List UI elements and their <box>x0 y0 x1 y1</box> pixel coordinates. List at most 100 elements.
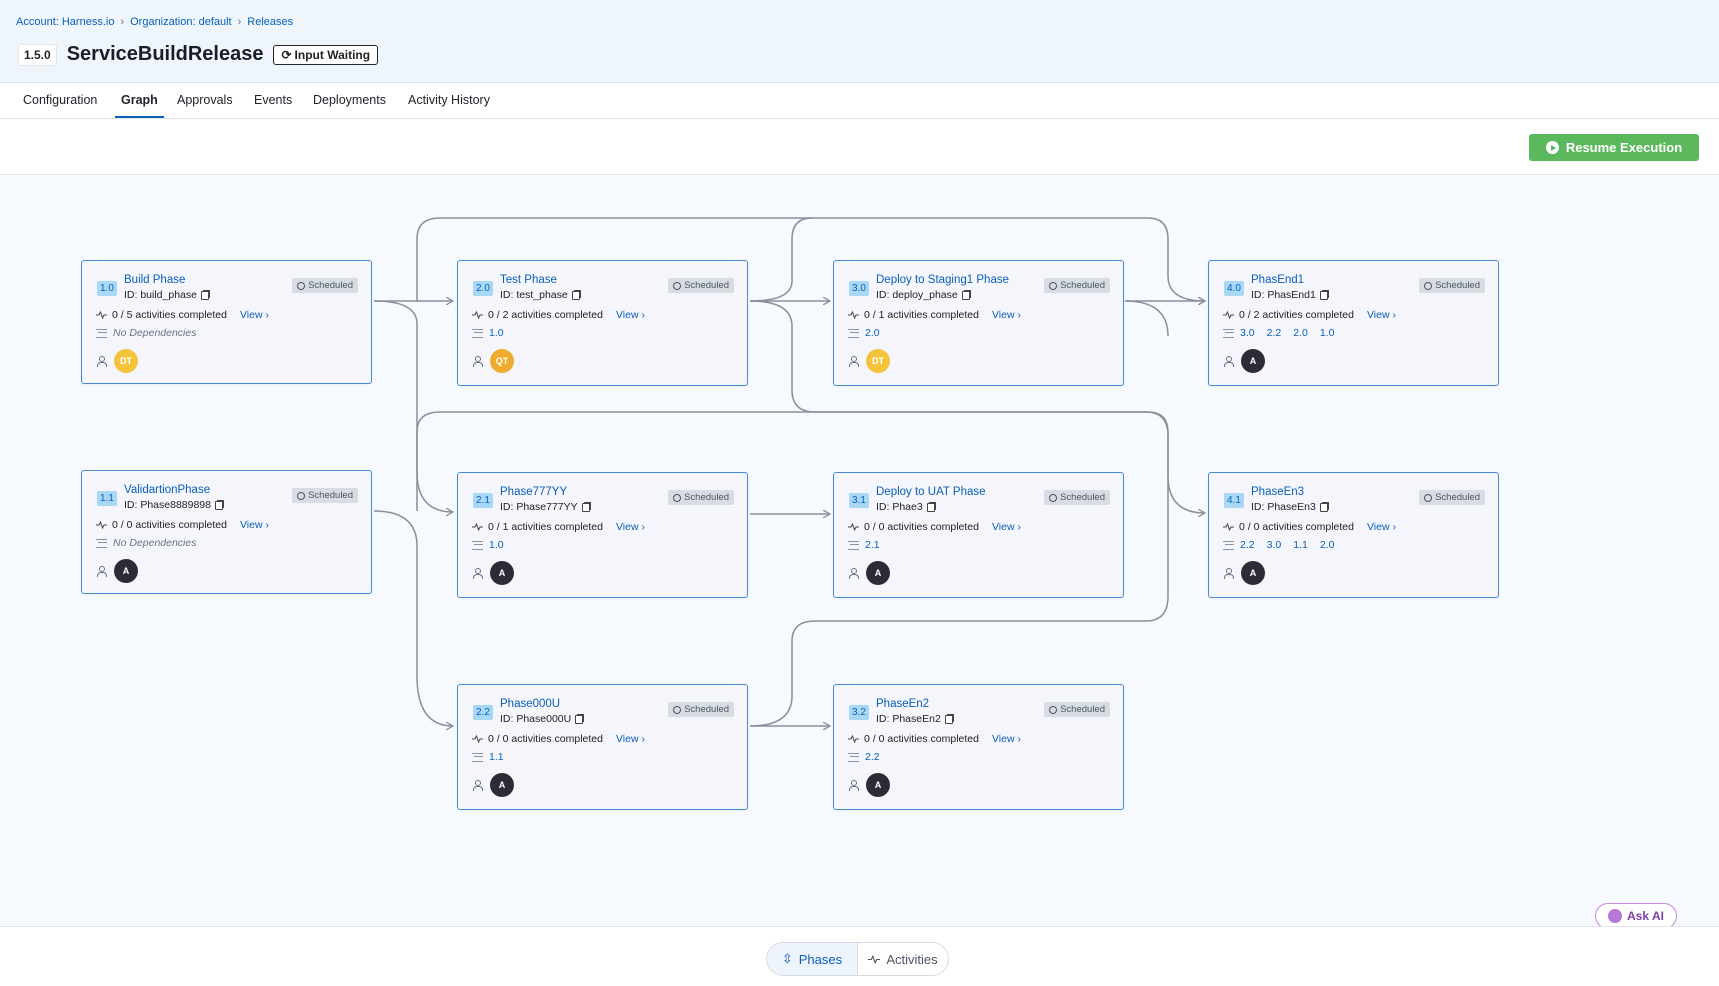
view-activities-link[interactable]: View › <box>991 309 1021 321</box>
pulse-icon <box>96 521 107 529</box>
phase-number: 3.1 <box>849 493 869 508</box>
phase-id-text: ID: Phase777YY <box>500 501 578 513</box>
copy-icon[interactable] <box>926 502 935 512</box>
phase-card-3-0[interactable]: 3.0 Deploy to Staging1 Phase ID: deploy_… <box>833 260 1124 386</box>
copy-icon[interactable] <box>944 714 953 724</box>
phase-graph-canvas[interactable]: 1.0 Build Phase ID: build_phase Schedule… <box>0 176 1719 926</box>
avatar[interactable]: A <box>866 561 890 585</box>
view-activities-link[interactable]: View › <box>615 521 645 533</box>
dependency-tag[interactable]: 3.0 <box>1240 327 1255 339</box>
view-activities-link[interactable]: View › <box>1366 309 1396 321</box>
user-icon <box>96 356 107 367</box>
phases-view-toggle[interactable]: ⇳ Phases <box>767 943 858 975</box>
copy-icon[interactable] <box>961 290 970 300</box>
clock-icon <box>673 281 682 290</box>
user-icon <box>96 566 107 577</box>
tab-graph[interactable]: Graph <box>121 93 158 107</box>
phase-number: 3.0 <box>849 281 869 296</box>
phase-name-link[interactable]: PhasEnd1 <box>1251 274 1305 286</box>
tab-events[interactable]: Events <box>254 93 293 107</box>
tab-deployments[interactable]: Deployments <box>313 93 386 107</box>
breadcrumb-org-link[interactable]: Organization: default <box>130 16 232 28</box>
tab-approvals[interactable]: Approvals <box>177 93 233 107</box>
dependency-tag[interactable]: 1.0 <box>1319 327 1335 339</box>
avatar[interactable]: DT <box>114 349 138 373</box>
phase-name-link[interactable]: PhaseEn2 <box>876 698 930 710</box>
title-row: 1.5.0 ServiceBuildRelease ⟳ Input Waitin… <box>18 43 379 66</box>
avatar[interactable]: DT <box>866 349 890 373</box>
dependency-tag[interactable]: 2.2 <box>865 751 880 763</box>
dependency-tag[interactable]: 1.0 <box>489 327 504 339</box>
phase-id-text: ID: Phae3 <box>876 501 923 513</box>
breadcrumb-account-link[interactable]: Account: Harness.io <box>16 16 115 28</box>
copy-icon[interactable] <box>575 714 584 724</box>
phase-number: 2.1 <box>473 493 493 508</box>
phase-name-link[interactable]: PhaseEn3 <box>1251 486 1305 498</box>
phase-name-link[interactable]: Phase777YY <box>500 486 568 498</box>
phase-card-1-1[interactable]: 1.1 ValidartionPhase ID: Phase8889898 Sc… <box>81 470 372 594</box>
active-tab-indicator <box>115 116 164 118</box>
avatar[interactable]: A <box>490 561 514 585</box>
phase-name-link[interactable]: Deploy to UAT Phase <box>876 486 986 498</box>
activities-view-toggle[interactable]: Activities <box>858 943 948 975</box>
phases-label: Phases <box>798 951 843 967</box>
copy-icon[interactable] <box>200 290 209 300</box>
view-activities-link[interactable]: View › <box>991 733 1021 745</box>
phase-card-4-0[interactable]: 4.0 PhasEnd1 ID: PhasEnd1 Scheduled 0 / … <box>1208 260 1499 386</box>
copy-icon[interactable] <box>1319 290 1328 300</box>
avatar[interactable]: A <box>490 773 514 797</box>
phase-number: 2.2 <box>473 705 493 720</box>
pulse-icon <box>1223 311 1234 319</box>
phase-card-1-0[interactable]: 1.0 Build Phase ID: build_phase Schedule… <box>81 260 372 384</box>
view-activities-link[interactable]: View › <box>991 521 1021 533</box>
copy-icon[interactable] <box>571 290 580 300</box>
dependency-tag[interactable]: 2.2 <box>1240 539 1255 551</box>
avatar[interactable]: A <box>114 559 138 583</box>
dependency-tag[interactable]: 2.1 <box>865 539 880 551</box>
tab-activity-history[interactable]: Activity History <box>408 93 490 107</box>
dependency-tag[interactable]: 1.1 <box>1293 539 1308 551</box>
view-activities-link[interactable]: View › <box>239 519 269 531</box>
view-switcher: ⇳ Phases Activities <box>766 942 949 976</box>
dependency-tag[interactable]: 1.0 <box>489 539 504 551</box>
view-activities-link[interactable]: View › <box>615 733 645 745</box>
phase-name-link[interactable]: Test Phase <box>500 274 557 286</box>
phase-name-link[interactable]: Phase000U <box>500 698 561 710</box>
dependency-tag[interactable]: 2.2 <box>1266 327 1282 339</box>
phase-card-2-0[interactable]: 2.0 Test Phase ID: test_phase Scheduled … <box>457 260 748 386</box>
dependency-tag[interactable]: 3.0 <box>1266 539 1282 551</box>
copy-icon[interactable] <box>214 500 223 510</box>
scheduled-label: Scheduled <box>308 490 353 501</box>
view-activities-link[interactable]: View › <box>615 309 645 321</box>
view-activities-link[interactable]: View › <box>239 309 269 321</box>
resume-execution-label: Resume Execution <box>1565 140 1683 155</box>
phase-name-link[interactable]: Build Phase <box>124 274 186 286</box>
view-activities-link[interactable]: View › <box>1366 521 1396 533</box>
copy-icon[interactable] <box>581 502 590 512</box>
avatar[interactable]: A <box>866 773 890 797</box>
phase-name-link[interactable]: Deploy to Staging1 Phase <box>876 274 1009 286</box>
dependencies-row: 2.1 <box>848 539 886 551</box>
dependency-tag[interactable]: 1.1 <box>489 751 504 763</box>
dependency-tag[interactable]: 2.0 <box>865 327 880 339</box>
avatar[interactable]: QT <box>490 349 514 373</box>
scheduled-label: Scheduled <box>684 492 729 503</box>
avatar[interactable]: A <box>1241 349 1265 373</box>
clock-icon <box>1424 281 1433 290</box>
phase-name-link[interactable]: ValidartionPhase <box>124 484 211 496</box>
phase-card-4-1[interactable]: 4.1 PhaseEn3 ID: PhaseEn3 Scheduled 0 / … <box>1208 472 1499 598</box>
breadcrumb-releases-link[interactable]: Releases <box>247 16 294 28</box>
phase-card-2-1[interactable]: 2.1 Phase777YY ID: Phase777YY Scheduled … <box>457 472 748 598</box>
phase-card-3-2[interactable]: 3.2 PhaseEn2 ID: PhaseEn2 Scheduled 0 / … <box>833 684 1124 810</box>
phase-id: ID: deploy_phase <box>876 289 970 301</box>
dependency-tag[interactable]: 2.0 <box>1293 327 1308 339</box>
phase-card-3-1[interactable]: 3.1 Deploy to UAT Phase ID: Phae3 Schedu… <box>833 472 1124 598</box>
tab-configuration[interactable]: Configuration <box>23 93 98 107</box>
copy-icon[interactable] <box>1319 502 1328 512</box>
ask-ai-button[interactable]: Ask AI <box>1595 903 1677 929</box>
avatar[interactable]: A <box>1241 561 1265 585</box>
dependency-tag[interactable]: 2.0 <box>1319 539 1335 551</box>
resume-execution-button[interactable]: Resume Execution <box>1529 134 1699 161</box>
phase-card-2-2[interactable]: 2.2 Phase000U ID: Phase000U Scheduled 0 … <box>457 684 748 810</box>
